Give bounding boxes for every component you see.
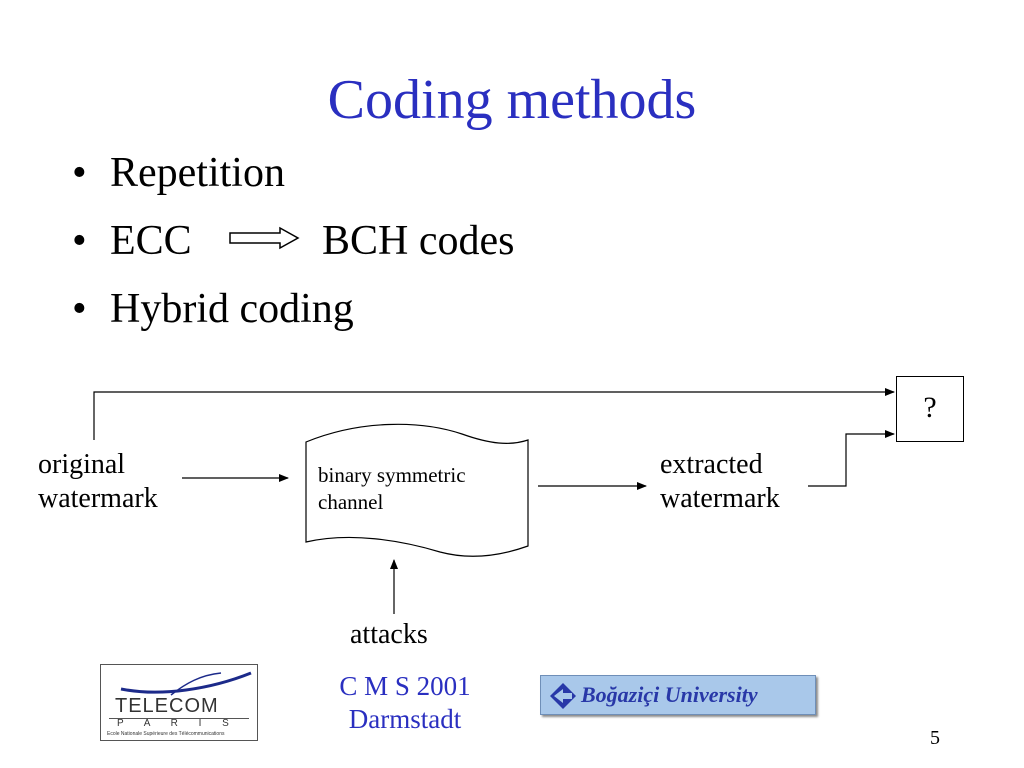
bullet-hybrid-coding: • Hybrid coding [72,288,354,330]
telecom-swoosh-icon [120,671,252,696]
input-label: original watermark [38,448,158,516]
telecom-wordmark: TELECOM [115,695,219,717]
bullet-ecc-target: BCH codes [322,218,515,264]
telecom-divider [109,718,249,719]
bullet-dot: • [72,218,87,264]
channel-label-line1: binary symmetric [318,463,466,487]
page-number: 5 [930,727,940,749]
telecom-city: P A R I S [117,718,238,729]
bullet-repetition: • Repetition [72,152,285,194]
bullet-dot: • [72,286,87,332]
output-label-line1: extracted [660,449,763,480]
bullet-label: ECC [110,218,192,264]
bypass-arrow [93,388,895,440]
diamond-arrow-icon [550,683,576,709]
output-label: extracted watermark [660,448,780,516]
conference-footer: C M S 2001 Darmstadt [290,670,520,736]
telecom-tagline: École Nationale Supérieure des Télécommu… [107,731,225,737]
telecom-paris-logo: TELECOM P A R I S École Nationale Supéri… [100,664,258,741]
input-label-line2: watermark [38,483,158,514]
channel-label: binary symmetric channel [318,462,466,516]
bullet-label: Hybrid coding [110,286,354,332]
conference-line1: C M S 2001 [339,671,471,701]
channel-label-line2: channel [318,490,384,514]
bullet-label: Repetition [110,150,285,196]
input-label-line1: original [38,449,126,480]
bogazici-name: Boğaziçi University [581,682,758,707]
attacks-label: attacks [350,619,428,650]
bullet-dot: • [72,150,87,196]
slide-title: Coding methods [327,69,697,131]
bullet-ecc: • ECC [72,220,192,262]
extracted-arrow [808,430,895,487]
hollow-right-arrow-icon [229,226,300,250]
comparator-box: ? [896,376,964,442]
bogazici-logo: Boğaziçi University [540,675,816,715]
output-label-line2: watermark [660,483,780,514]
channel-shape [305,423,529,557]
conference-line2: Darmstadt [348,704,462,734]
